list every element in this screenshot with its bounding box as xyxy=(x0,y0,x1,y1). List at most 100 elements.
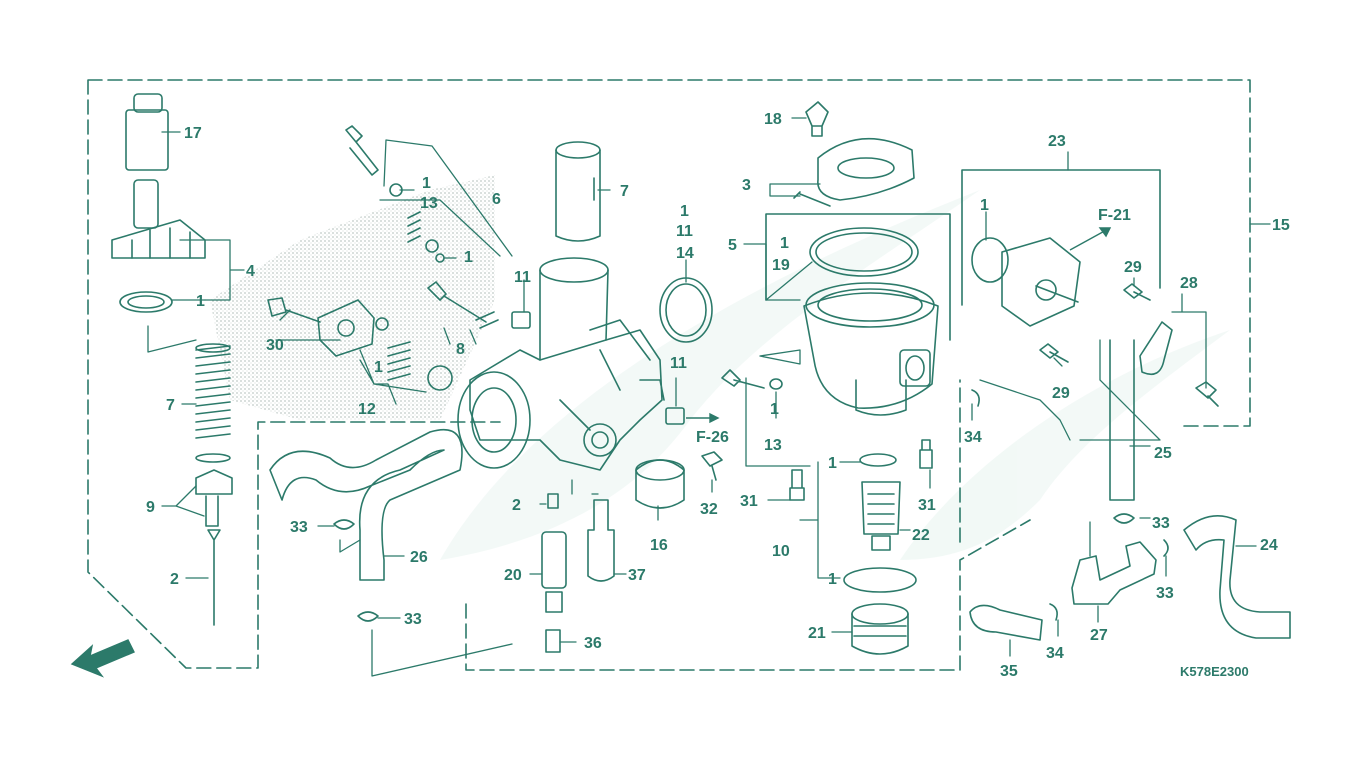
label-4: 4 xyxy=(246,263,255,280)
slide-7 xyxy=(555,141,601,242)
label-11-b: 11 xyxy=(676,223,693,240)
holder-23 xyxy=(971,237,1081,327)
label-23: 23 xyxy=(1048,133,1066,150)
label-12: 12 xyxy=(358,401,376,418)
clip-9 xyxy=(195,469,233,527)
frame-box-23 xyxy=(961,169,1161,306)
label-36: 36 xyxy=(584,635,602,652)
o-ring-1-bowl xyxy=(859,453,897,467)
tube-20 xyxy=(541,531,567,613)
label-21: 21 xyxy=(808,625,826,642)
washer-11-b xyxy=(665,407,685,425)
label-37: 37 xyxy=(628,567,646,584)
clip-34-a xyxy=(971,389,980,407)
float-4 xyxy=(111,179,206,259)
label-1-h: 1 xyxy=(828,455,837,472)
label-33-c: 33 xyxy=(1152,515,1170,532)
label-32: 32 xyxy=(700,501,718,518)
label-35: 35 xyxy=(1000,663,1018,680)
screw-31-a xyxy=(789,469,805,501)
label-15: 15 xyxy=(1272,217,1290,234)
diaphragm-12 xyxy=(427,365,453,391)
filter-22 xyxy=(861,481,901,551)
label-2-b: 2 xyxy=(512,497,521,514)
cap-21 xyxy=(851,603,909,655)
o-ring-1-left xyxy=(119,291,173,313)
label-29-a: 29 xyxy=(1124,259,1142,276)
clip-33-c xyxy=(1113,513,1135,524)
label-9: 9 xyxy=(146,499,155,516)
label-1-f: 1 xyxy=(780,235,789,252)
screw-31-b xyxy=(919,439,933,469)
t-joint-27 xyxy=(1071,541,1157,605)
label-1-e: 1 xyxy=(680,203,689,220)
label-7-a: 7 xyxy=(166,397,175,414)
needle-2 xyxy=(207,529,221,626)
tube-24 xyxy=(1183,514,1291,639)
label-1-d: 1 xyxy=(464,249,473,266)
label-11-a: 11 xyxy=(514,269,531,286)
label-19: 19 xyxy=(772,257,790,274)
frame-dashed-outline xyxy=(87,79,1251,669)
lever-28 xyxy=(1139,321,1173,376)
label-29-b: 29 xyxy=(1052,385,1070,402)
tube-25 xyxy=(1109,339,1135,501)
label-1-g: 1 xyxy=(770,401,779,418)
clip-33-a xyxy=(333,519,355,530)
spring-12 xyxy=(387,341,411,381)
label-26: 26 xyxy=(410,549,428,566)
label-1-c: 1 xyxy=(422,175,431,192)
gasket-1-lower xyxy=(843,567,917,593)
filter-element-17 xyxy=(125,93,169,171)
ref-f21: F-21 xyxy=(1098,207,1131,224)
reference-arrows xyxy=(70,227,1112,678)
label-31-a: 31 xyxy=(740,493,758,510)
tube-35 xyxy=(969,604,1043,641)
label-34-a: 34 xyxy=(964,429,982,446)
screw-32 xyxy=(701,451,723,481)
label-34-b: 34 xyxy=(1046,645,1064,662)
label-28: 28 xyxy=(1180,275,1198,292)
spring-7-left xyxy=(195,343,231,463)
label-13-b: 13 xyxy=(764,437,782,454)
bracket-3 xyxy=(793,137,915,207)
ref-f26: F-26 xyxy=(696,429,729,446)
label-14: 14 xyxy=(676,245,694,262)
label-8: 8 xyxy=(456,341,465,358)
label-31-b: 31 xyxy=(918,497,936,514)
label-17: 17 xyxy=(184,125,202,142)
label-27: 27 xyxy=(1090,627,1108,644)
washer-11-a xyxy=(511,311,531,329)
front-arrow-icon xyxy=(70,639,135,678)
part-code: K578E2300 xyxy=(1180,664,1249,679)
label-25: 25 xyxy=(1154,445,1172,462)
clip-33-d xyxy=(1163,539,1169,557)
screw-18 xyxy=(805,101,829,137)
label-7-b: 7 xyxy=(620,183,629,200)
label-3: 3 xyxy=(742,177,751,194)
screw-28 xyxy=(1195,381,1219,407)
label-18: 18 xyxy=(764,111,782,128)
screw-8 xyxy=(427,281,499,329)
float-bowl-5 xyxy=(803,282,939,416)
tube-26 xyxy=(269,428,463,581)
jet-2 xyxy=(547,493,559,509)
label-30: 30 xyxy=(266,337,284,354)
label-6: 6 xyxy=(492,191,501,208)
label-22: 22 xyxy=(912,527,930,544)
label-24: 24 xyxy=(1260,537,1278,554)
label-11-c: 11 xyxy=(670,355,687,372)
label-1-i: 1 xyxy=(828,571,837,588)
label-1-j: 1 xyxy=(980,197,989,214)
label-33-a: 33 xyxy=(290,519,308,536)
jet-36 xyxy=(545,629,561,653)
watermark-logo xyxy=(440,190,1230,560)
clip-33-b xyxy=(357,611,379,622)
label-33-d: 33 xyxy=(1156,585,1174,602)
callout-labels: 17 4 1 7 9 2 30 12 1 8 1 13 6 1 11 7 1 1… xyxy=(107,111,1290,680)
leader-lines xyxy=(147,117,1271,677)
label-1-a: 1 xyxy=(196,293,205,310)
front-marker-label: FR. xyxy=(107,638,136,663)
jet-37 xyxy=(587,499,615,582)
